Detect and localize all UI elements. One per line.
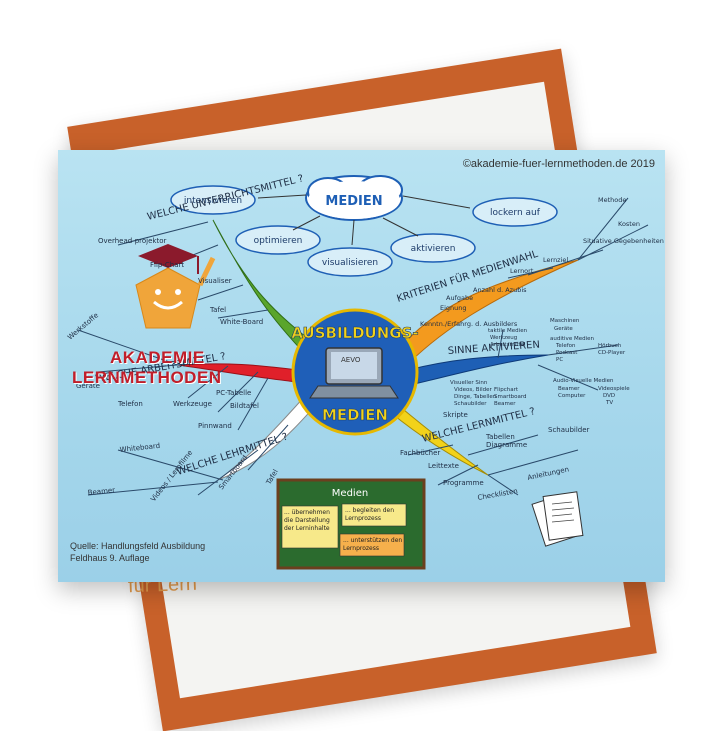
unterricht-item-2: Visualiser	[198, 277, 232, 285]
lern-item-1: Fachbücher	[400, 449, 440, 457]
lehr-item-1: Beamer	[87, 486, 115, 497]
lern-item-0: Skripte	[443, 411, 468, 419]
lern-item-8: Anleitungen	[527, 465, 570, 482]
cloud-arrows	[257, 194, 471, 246]
sinne-item-18: Audio-Visuelle Medien	[553, 378, 614, 384]
source-line-2: Feldhaus 9. Auflage	[70, 553, 150, 563]
sinne-item-4: Geräte	[554, 326, 573, 332]
branch-kriterien	[397, 259, 579, 363]
lern-item-4: Schaubilder	[548, 426, 590, 434]
sinne-item-13: Dinge, Tabellen	[454, 394, 497, 400]
lehr-item-2: Videos / Lernfilme	[149, 449, 194, 503]
arbeit-item-1: Geräte	[76, 382, 100, 390]
sinne-item-2: Arbeitsmittel	[490, 342, 526, 348]
logo-mascot	[135, 244, 216, 329]
board-note-3: ... unterstützen den Lernprozess	[343, 537, 403, 552]
arbeit-item-2: Telefon	[117, 400, 143, 408]
logo-line1: AKADEMIE	[110, 348, 205, 367]
sinne-item-22: DVD	[603, 393, 615, 399]
unterricht-item-4: White-Board	[220, 318, 263, 326]
bubble-2: visualisieren	[322, 258, 378, 268]
branch-lern	[389, 404, 489, 476]
center-title-1: AUSBILDUNGS-	[291, 324, 418, 342]
sinne-item-16: Smartboard	[494, 394, 527, 400]
bubble-4: lockern auf	[490, 208, 541, 218]
papers-icon	[531, 491, 584, 547]
center-title-2: MEDIEN	[322, 406, 388, 424]
kriterien-item-2: Situative Gegebenheiten	[583, 237, 664, 245]
sinne-item-9: Hörbuch	[598, 343, 622, 349]
kriterien-item-3: Lernziel	[543, 256, 568, 264]
lern-item-7: Checklisten	[477, 487, 518, 502]
sinne-item-5: auditive Medien	[550, 336, 594, 342]
sinne-item-1: Werkzeug	[490, 335, 517, 341]
kriterien-item-7: Eignung	[440, 304, 467, 312]
top-bubbles	[170, 185, 558, 277]
sinne-item-23: TV	[605, 400, 613, 406]
board-note-1: ... übernehmen die Darstellung der Lerni…	[284, 509, 330, 532]
sinne-item-8: PC	[556, 357, 563, 363]
source-line-1: Quelle: Handlungsfeld Ausbildung	[70, 541, 206, 551]
kriterien-item-6: Aufgabe	[446, 294, 473, 302]
unterricht-item-3: Tafel	[209, 306, 226, 314]
cloud-title: MEDIEN	[325, 194, 382, 209]
sinne-item-7: Podcast	[556, 350, 578, 356]
copyright-text: ©akademie-fuer-lernmethoden.de 2019	[462, 158, 655, 170]
bubble-1: optimieren	[254, 236, 303, 246]
kriterien-item-8: Kenntn./Erfahrg. d. Ausbilders	[420, 320, 518, 328]
mindmap-card: ©akademie-fuer-lernmethoden.de 2019 MEDI…	[58, 150, 665, 582]
bubble-3: aktivieren	[411, 244, 456, 254]
logo-line2: LERNMETHODEN	[72, 368, 222, 387]
arbeit-item-6: Pinnwand	[198, 422, 232, 430]
center-hub: AEVO	[291, 308, 419, 436]
branch-sinne	[407, 354, 549, 386]
medien-cloud: MEDIEN	[305, 175, 403, 221]
board-note-2: ... begleiten den Lernprozess	[345, 507, 395, 522]
arbeit-item-3: Werkzeuge	[173, 400, 212, 408]
arbeit-item-5: Bildtafel	[230, 402, 259, 410]
kriterien-item-1: Kosten	[618, 220, 640, 228]
sinne-item-21: Videospiele	[598, 386, 630, 392]
label-lern: WELCHE LERNMITTEL ?	[421, 406, 536, 445]
lern-item-3: Diagramme	[486, 441, 527, 449]
mindmap-canvas: MEDIEN intensivieren optimieren visualis…	[66, 173, 664, 570]
arbeit-item-0: Werkstoffe	[66, 311, 100, 341]
label-unterricht: WELCHE UNTERRICHTSMITTEL ?	[146, 173, 305, 223]
unterricht-item-0: Overhead-projektor	[98, 237, 166, 245]
lehr-item-0: Whiteboard	[119, 442, 160, 454]
sinne-item-3: Maschinen	[550, 318, 580, 324]
unterricht-item-1: Flip-Chart	[150, 261, 184, 269]
arbeit-item-4: PC-Tabelle	[216, 389, 251, 397]
sinne-item-19: Beamer	[558, 386, 580, 392]
lern-item-5: Leittexte	[428, 462, 459, 470]
board-title: Medien	[332, 488, 368, 499]
sinne-item-15: Flipchart	[494, 387, 519, 393]
source-text: Quelle: Handlungsfeld Ausbildung Feldhau…	[70, 540, 205, 564]
sinne-item-12: Videos, Bilder	[454, 387, 492, 393]
lern-item-2: Tabellen	[485, 433, 515, 441]
bubble-0: intensivieren	[184, 196, 242, 206]
chalkboard	[276, 478, 426, 570]
kriterien-item-5: Anzahl d. Azubis	[473, 286, 527, 294]
laptop-label: AEVO	[341, 356, 361, 364]
sinne-item-14: Schaubilder	[454, 401, 487, 407]
sinne-item-11: Visueller Sinn	[450, 380, 488, 386]
kriterien-item-0: Methode	[598, 196, 626, 204]
sinne-item-10: CD-Player	[598, 350, 626, 356]
lern-item-6: Programme	[443, 479, 484, 487]
sinne-item-0: taktile Medien	[488, 328, 528, 334]
sinne-item-6: Telefon	[555, 343, 576, 349]
kriterien-item-4: Lernort	[510, 267, 534, 275]
sinne-item-17: Beamer	[494, 401, 516, 407]
sinne-item-20: Computer	[558, 393, 586, 399]
